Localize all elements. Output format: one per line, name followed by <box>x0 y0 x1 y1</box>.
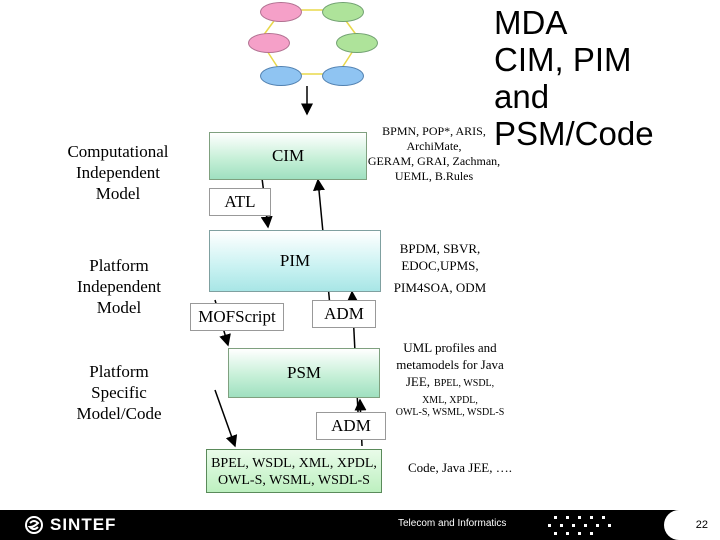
cim-standards: BPMN, POP*, ARIS, ArchiMate, GERAM, GRAI… <box>366 124 502 184</box>
annotation-line: PIM4SOA, ODM <box>393 280 487 295</box>
pim-box: PIM <box>209 230 381 292</box>
process-diagram-icon <box>260 66 302 86</box>
process-diagram-icon <box>336 33 378 53</box>
annotation-line: JEE, BPEL, WSDL, <box>384 373 516 392</box>
label-line: Model <box>96 298 142 317</box>
slide-title: MDA CIM, PIM and PSM/Code <box>494 4 714 152</box>
label-line: Model/Code <box>76 404 162 423</box>
jee-small-text: BPEL, WSDL, <box>434 378 495 389</box>
atl-box: ATL <box>209 188 271 216</box>
psm-box-label: PSM <box>286 363 322 382</box>
pim-box-label: PIM <box>279 251 311 270</box>
jee-text: JEE, <box>405 374 431 389</box>
psm-box: PSM <box>228 348 380 398</box>
sintef-logo-icon <box>25 516 43 534</box>
footer-page-tab: 22 <box>664 510 720 540</box>
sintef-logo-text: SINTEF <box>50 515 117 534</box>
footer-department: Telecom and Informatics <box>398 518 506 529</box>
label-line: Platform <box>89 256 149 275</box>
pim-level-label: Platform Independent Model <box>72 255 166 318</box>
code-line: BPEL, WSDL, XML, XPDL, <box>211 456 377 471</box>
adm-bottom-label: ADM <box>331 416 371 435</box>
title-line-2: CIM, PIM <box>494 41 632 78</box>
annotation-line: BPMN, POP*, ARIS, <box>382 124 486 138</box>
title-line-3: and <box>494 78 550 115</box>
mofscript-box: MOFScript <box>190 303 284 331</box>
label-line: Independent <box>76 277 162 296</box>
psm-standards: UML profiles and metamodels for Java JEE… <box>384 339 516 419</box>
arrow-psm-to-code <box>214 389 238 448</box>
process-diagram-icon <box>260 2 302 22</box>
title-line-4: PSM/Code <box>494 115 654 152</box>
adm-box-bottom: ADM <box>316 412 386 440</box>
psm-level-label: Platform Specific Model/Code <box>66 361 172 424</box>
annotation-line: EDOC,UPMS, <box>401 258 479 273</box>
annotation-line: XML, XPDL, <box>422 395 478 406</box>
process-diagram-icon <box>322 66 364 86</box>
annotation-line: UEML, B.Rules <box>394 169 474 183</box>
sintef-logo: SINTEF <box>24 515 116 535</box>
code-line: OWL-S, WSML, WSDL-S <box>218 473 370 488</box>
code-standards: Code, Java JEE, …. <box>408 459 538 476</box>
label-line: Specific <box>91 383 147 402</box>
footer-dot-grid <box>548 516 618 536</box>
cim-box-label: CIM <box>271 146 305 165</box>
label-line: Platform <box>89 362 149 381</box>
title-line-1: MDA <box>494 4 568 41</box>
annotation-line: GERAM, GRAI, Zachman, <box>367 154 501 168</box>
adm-top-label: ADM <box>324 304 364 323</box>
label-line: Independent <box>75 163 161 182</box>
annotation-line: metamodels for Java <box>396 357 504 372</box>
process-diagram-icon <box>322 2 364 22</box>
cim-level-label: Computational Independent Model <box>60 141 176 204</box>
code-box: BPEL, WSDL, XML, XPDL, OWL-S, WSML, WSDL… <box>206 449 382 493</box>
annotation-line: BPDM, SBVR, <box>399 241 481 256</box>
mofscript-box-label: MOFScript <box>198 307 276 326</box>
atl-box-label: ATL <box>224 192 256 211</box>
code-label: Code, Java JEE, …. <box>408 460 512 475</box>
department-text: Telecom and Informatics <box>398 518 507 529</box>
process-diagram-icon <box>248 33 290 53</box>
annotation-line: ArchiMate, <box>406 139 462 153</box>
annotation-line: OWL-S, WSML, WSDL-S <box>395 407 505 418</box>
label-line: Computational <box>67 142 169 161</box>
label-line: Model <box>95 184 141 203</box>
page-number: 22 <box>695 519 708 531</box>
annotation-line: UML profiles and <box>403 340 497 355</box>
pim-standards: BPDM, SBVR, EDOC,UPMS, PIM4SOA, ODM <box>388 240 492 296</box>
adm-box-top: ADM <box>312 300 376 328</box>
cim-box: CIM <box>209 132 367 180</box>
footer-bar: SINTEF Telecom and Informatics 22 <box>0 510 720 540</box>
